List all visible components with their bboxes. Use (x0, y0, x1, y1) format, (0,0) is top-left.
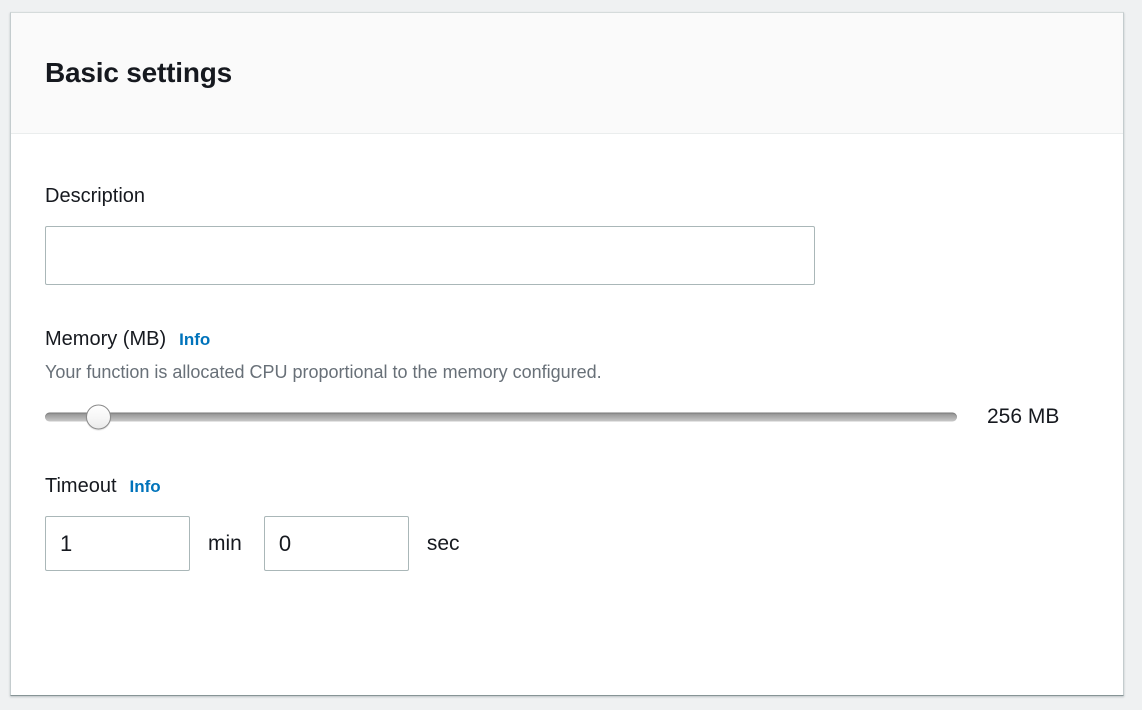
slider-track[interactable] (45, 412, 957, 422)
description-input[interactable] (45, 226, 815, 285)
timeout-inputs-row: min sec (45, 516, 1089, 572)
timeout-seconds-input[interactable] (263, 516, 409, 572)
memory-value-text: 256 MB (987, 405, 1060, 429)
memory-label: Memory (MB) (45, 328, 167, 350)
memory-info-link[interactable]: Info (179, 330, 211, 349)
timeout-field-group: Timeout Info min sec (45, 474, 1089, 572)
memory-field-group: Memory (MB) Info Your function is alloca… (45, 327, 1089, 430)
timeout-label-row: Timeout Info (45, 474, 1089, 499)
panel-body: Description Memory (MB) Info Your functi… (11, 134, 1123, 572)
memory-description: Your function is allocated CPU proportio… (45, 362, 602, 382)
description-label: Description (45, 185, 146, 207)
memory-slider-row: 256 MB (45, 404, 1089, 430)
page-title: Basic settings (45, 56, 233, 88)
timeout-minutes-unit: min (208, 531, 242, 555)
slider-thumb[interactable] (85, 404, 111, 430)
timeout-label: Timeout (45, 475, 117, 498)
timeout-minutes-input[interactable] (45, 516, 190, 572)
basic-settings-panel: Basic settings Description Memory (MB) I… (10, 12, 1124, 696)
timeout-seconds-unit: sec (426, 531, 460, 555)
timeout-info-link[interactable]: Info (129, 477, 161, 497)
memory-label-row: Memory (MB) Info (45, 327, 1089, 352)
panel-header: Basic settings (11, 13, 1123, 134)
description-label-row: Description (45, 184, 1089, 209)
memory-slider[interactable] (45, 404, 957, 430)
description-field-group: Description (45, 184, 1089, 285)
